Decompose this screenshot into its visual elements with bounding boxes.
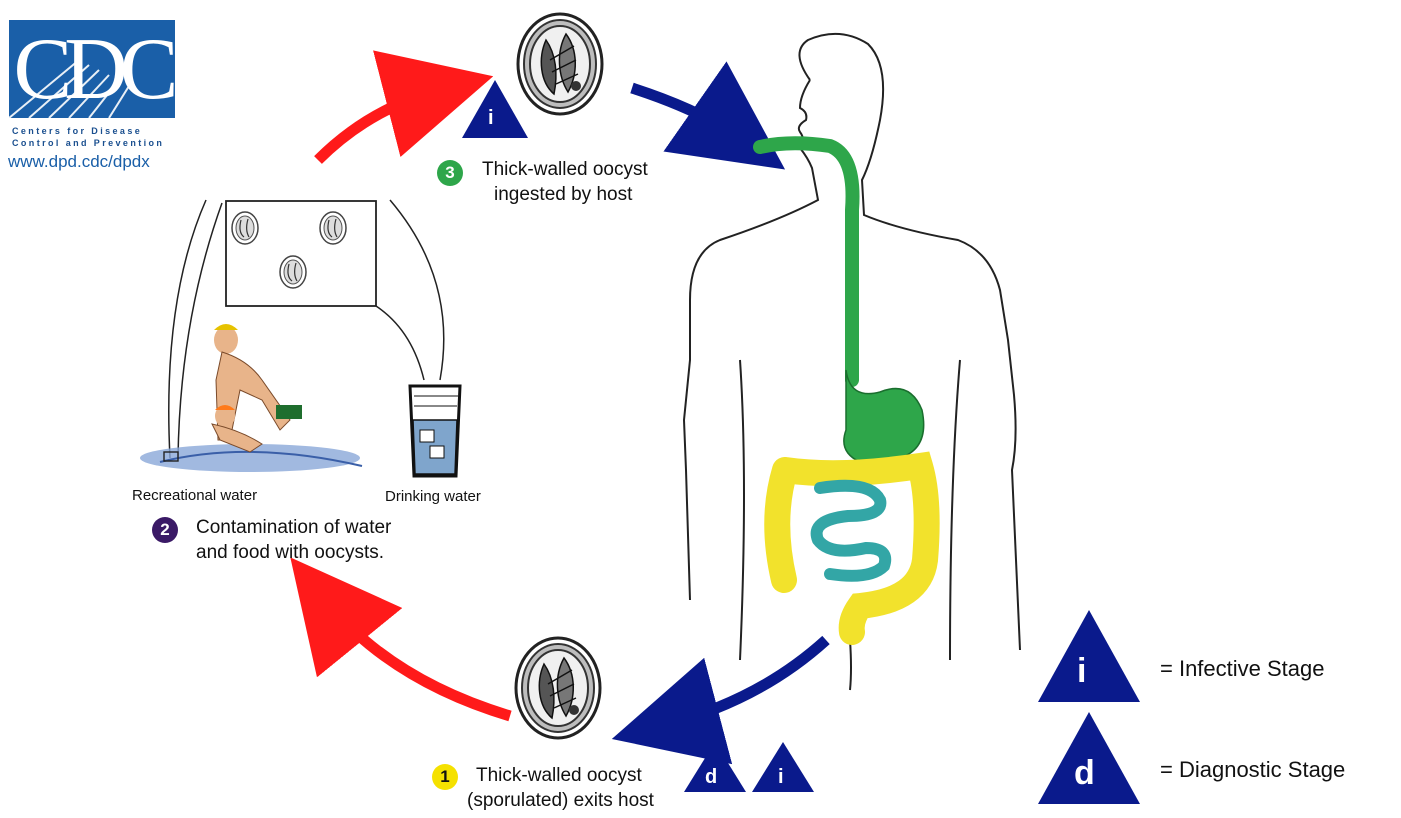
step-2-line2: and food with oocysts. bbox=[196, 541, 436, 565]
swimmers-illustration bbox=[140, 324, 362, 472]
diagnostic-marker-letter: d bbox=[705, 766, 717, 789]
esophagus bbox=[760, 143, 853, 380]
infective-marker-bottom-letter: i bbox=[778, 766, 784, 789]
infective-marker-top-letter: i bbox=[488, 107, 494, 130]
step-3-line2: ingested by host bbox=[494, 183, 684, 207]
step-2-number: 2 bbox=[152, 517, 178, 543]
small-intestine bbox=[817, 486, 886, 576]
drinking-water-label: Drinking water bbox=[385, 488, 481, 505]
arrow-contamination-to-ingestion bbox=[318, 90, 440, 160]
oocyst-exit-image bbox=[516, 638, 600, 738]
oocyst-ingested-image bbox=[518, 14, 602, 114]
legend-infective-letter: i bbox=[1077, 652, 1086, 691]
arrow-host-to-exit bbox=[665, 640, 826, 725]
step-3-line1: Thick-walled oocyst bbox=[482, 158, 672, 182]
infective-stage-triangle-top bbox=[462, 80, 528, 138]
step-1-line1: Thick-walled oocyst bbox=[476, 764, 696, 788]
legend-diagnostic-text: = Diagnostic Stage bbox=[1160, 757, 1345, 783]
step-1-line2: (sporulated) exits host bbox=[467, 789, 687, 813]
step-2-line1: Contamination of water bbox=[196, 516, 436, 540]
legend-infective-text: = Infective Stage bbox=[1160, 656, 1325, 682]
step-1-number: 1 bbox=[432, 764, 458, 790]
recreational-water-label: Recreational water bbox=[132, 487, 257, 504]
legend-infective-triangle bbox=[1038, 610, 1140, 702]
legend-diagnostic-letter: d bbox=[1074, 754, 1095, 793]
step-3-number: 3 bbox=[437, 160, 463, 186]
drinking-glass-illustration bbox=[410, 386, 460, 476]
arrow-ingestion-to-host bbox=[632, 88, 740, 138]
arrow-exit-to-contamination bbox=[325, 600, 510, 716]
